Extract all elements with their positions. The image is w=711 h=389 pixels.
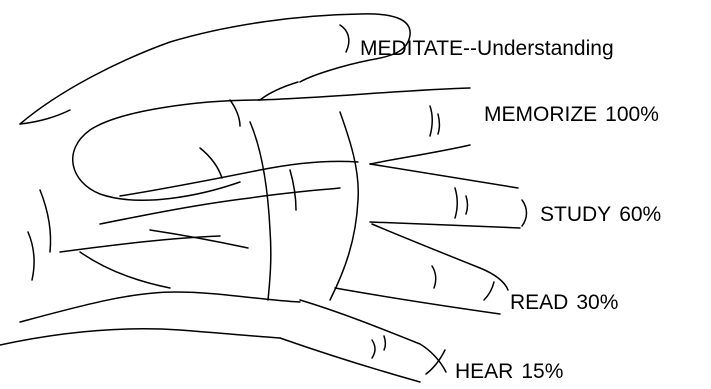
- label-meditate-text: MEDITATE--Understanding: [360, 37, 614, 60]
- thumb-base-crease: [150, 230, 248, 248]
- palm-detail-1: [230, 100, 240, 126]
- thumb-outline: [20, 14, 410, 124]
- ring-knuckle: [432, 266, 436, 288]
- label-read-word: READ: [510, 291, 568, 314]
- index-knuckle: [430, 106, 432, 136]
- label-memorize-pct: 100%: [605, 103, 659, 126]
- little-knuckle-2: [384, 336, 386, 350]
- palm-detail-2: [40, 190, 51, 252]
- middle-finger-lower: [370, 222, 520, 228]
- little-finger-upper: [300, 300, 446, 372]
- index-finger-outline-lower: [370, 145, 470, 164]
- label-read-pct: 30%: [576, 291, 618, 314]
- label-hear-pct: 15%: [521, 360, 563, 383]
- palm-crease-upper: [120, 161, 358, 196]
- thumb-nail: [340, 25, 349, 52]
- heel-of-hand: [20, 292, 300, 322]
- label-meditate: MEDITATE--Understanding: [360, 38, 614, 59]
- label-study-word: STUDY: [540, 203, 611, 226]
- index-finger-outline: [258, 88, 470, 100]
- wrist-line: [80, 252, 170, 288]
- thumb-inner-line: [260, 82, 298, 100]
- label-read: READ 30%: [510, 292, 618, 313]
- label-memorize: MEMORIZE 100%: [484, 104, 659, 125]
- thumb-mound: [73, 100, 260, 200]
- label-memorize-word: MEMORIZE: [484, 103, 597, 126]
- palm-center-line: [330, 112, 358, 300]
- ring-finger-lower: [335, 288, 500, 314]
- middle-knuckle-2: [466, 196, 468, 214]
- label-study: STUDY 60%: [540, 204, 661, 225]
- ring-finger-upper: [372, 224, 508, 290]
- ring-fingertip: [484, 282, 494, 300]
- middle-fingertip: [522, 200, 527, 226]
- palm-lower-edge: [0, 329, 280, 345]
- little-knuckle: [372, 340, 375, 358]
- label-study-pct: 60%: [619, 203, 661, 226]
- palm-detail-5: [290, 170, 296, 210]
- little-fingertip: [426, 350, 445, 374]
- index-knuckle-2: [438, 114, 440, 134]
- middle-knuckle: [455, 188, 457, 218]
- palm-detail-3: [28, 232, 34, 280]
- label-hear-word: HEAR: [455, 360, 513, 383]
- middle-finger-upper: [370, 164, 518, 188]
- palm-detail-4: [200, 148, 222, 178]
- little-finger-lower: [280, 338, 420, 382]
- label-hear: HEAR 15%: [455, 361, 563, 382]
- inner-thumb-line: [250, 122, 271, 300]
